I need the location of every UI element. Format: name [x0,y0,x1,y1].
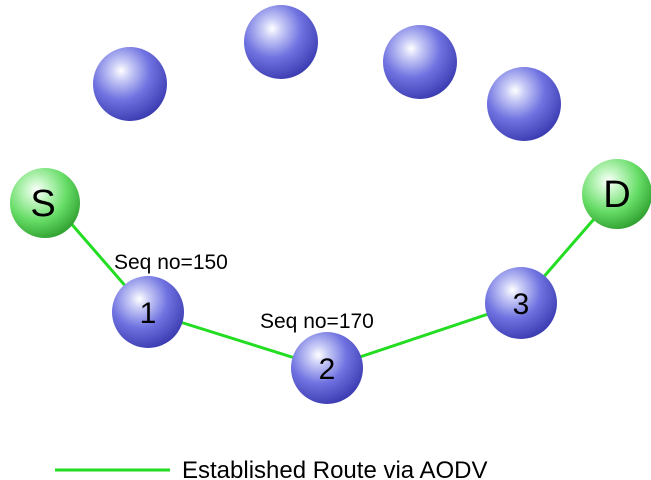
relay-node-2-label: 2 [319,353,336,386]
relay-node-1-label: 1 [140,297,157,330]
relay-node-3: 3 [485,267,557,339]
legend-route-label: Established Route via AODV [182,457,488,480]
idle-node [93,47,167,121]
legend: Established Route via AODV [55,457,488,480]
relay-node-2: 2 [291,332,363,404]
source-node: S [10,168,80,238]
idle-node [383,25,457,99]
idle-nodes [93,5,561,141]
idle-node [244,5,318,79]
seq-annotation-node1: Seq no=150 [114,251,228,274]
relay-node-3-sphere [485,267,557,339]
relay-node-2-sphere [291,332,363,404]
source-node-label: S [30,183,55,225]
destination-node: D [582,159,651,229]
destination-node-sphere [582,159,651,229]
seq-annotation-node2: Seq no=170 [260,310,374,333]
relay-node-3-label: 3 [513,288,530,321]
relay-node-1: 1 [112,276,184,348]
relay-node-1-sphere [112,276,184,348]
destination-node-label: D [603,174,630,216]
idle-node [487,67,561,141]
source-node-sphere [10,168,80,238]
